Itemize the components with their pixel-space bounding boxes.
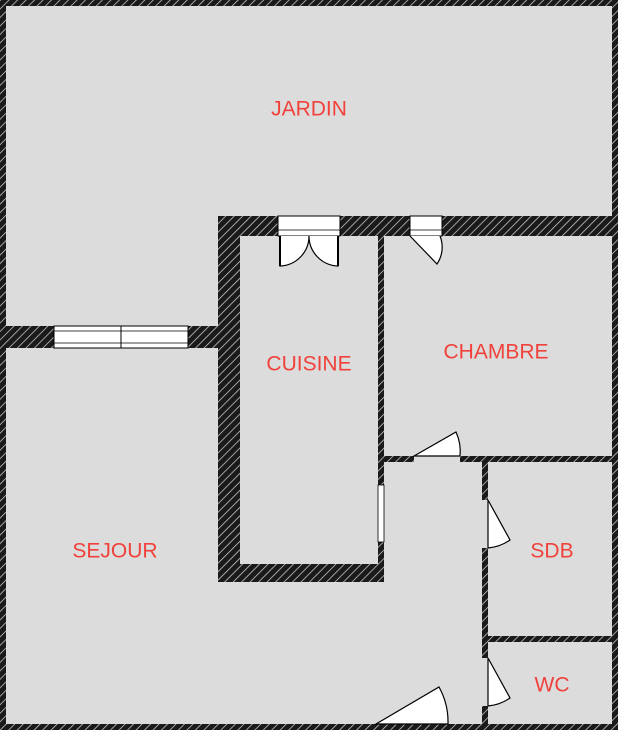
wall-outer-top [0, 0, 618, 6]
wall-outer-bottom [0, 724, 618, 730]
wall-hall-east-a [482, 456, 488, 500]
room-label-chambre: CHAMBRE [443, 341, 548, 364]
opening-cuisine-hall [377, 484, 385, 543]
windows [53, 215, 443, 543]
wall-sdb-wc [482, 636, 618, 642]
window-cuisine [277, 215, 341, 237]
wall-chambre-south-b [460, 456, 618, 462]
wall-north-b [340, 216, 410, 236]
wall-cuisine-south [218, 564, 382, 582]
door-chambre [411, 431, 461, 457]
wall-cuisine-east-upper [378, 236, 384, 485]
wall-hall-east-c [482, 706, 488, 730]
door-sdb [487, 499, 511, 549]
wall-hall-east-b [482, 548, 488, 658]
room-label-sejour: SEJOUR [72, 540, 157, 563]
window-chambre [409, 215, 443, 237]
wall-outer-right [612, 0, 618, 730]
door-cuisine-right [308, 235, 339, 267]
wall-cuisine-west [218, 216, 240, 582]
wall-sejour-north-left [0, 326, 54, 348]
room-label-sdb: SDB [530, 540, 573, 563]
room-label-jardin: JARDIN [271, 98, 347, 121]
door-wc [487, 657, 511, 707]
partitions [378, 236, 618, 730]
wall-chambre-south-a [378, 456, 414, 462]
room-label-wc: WC [535, 674, 570, 697]
wall-north-a [218, 216, 278, 236]
door-entrance [373, 686, 449, 725]
room-label-cuisine: CUISINE [266, 353, 351, 376]
doors [279, 235, 511, 725]
room-labels: JARDIN CUISINE CHAMBRE SEJOUR SDB WC [72, 98, 573, 697]
door-chambre-window [409, 235, 443, 265]
wall-north-c [442, 216, 618, 236]
wall-outer-left [0, 0, 6, 730]
door-cuisine-left [279, 235, 310, 267]
wall-cuisine-east-lower [378, 542, 384, 582]
